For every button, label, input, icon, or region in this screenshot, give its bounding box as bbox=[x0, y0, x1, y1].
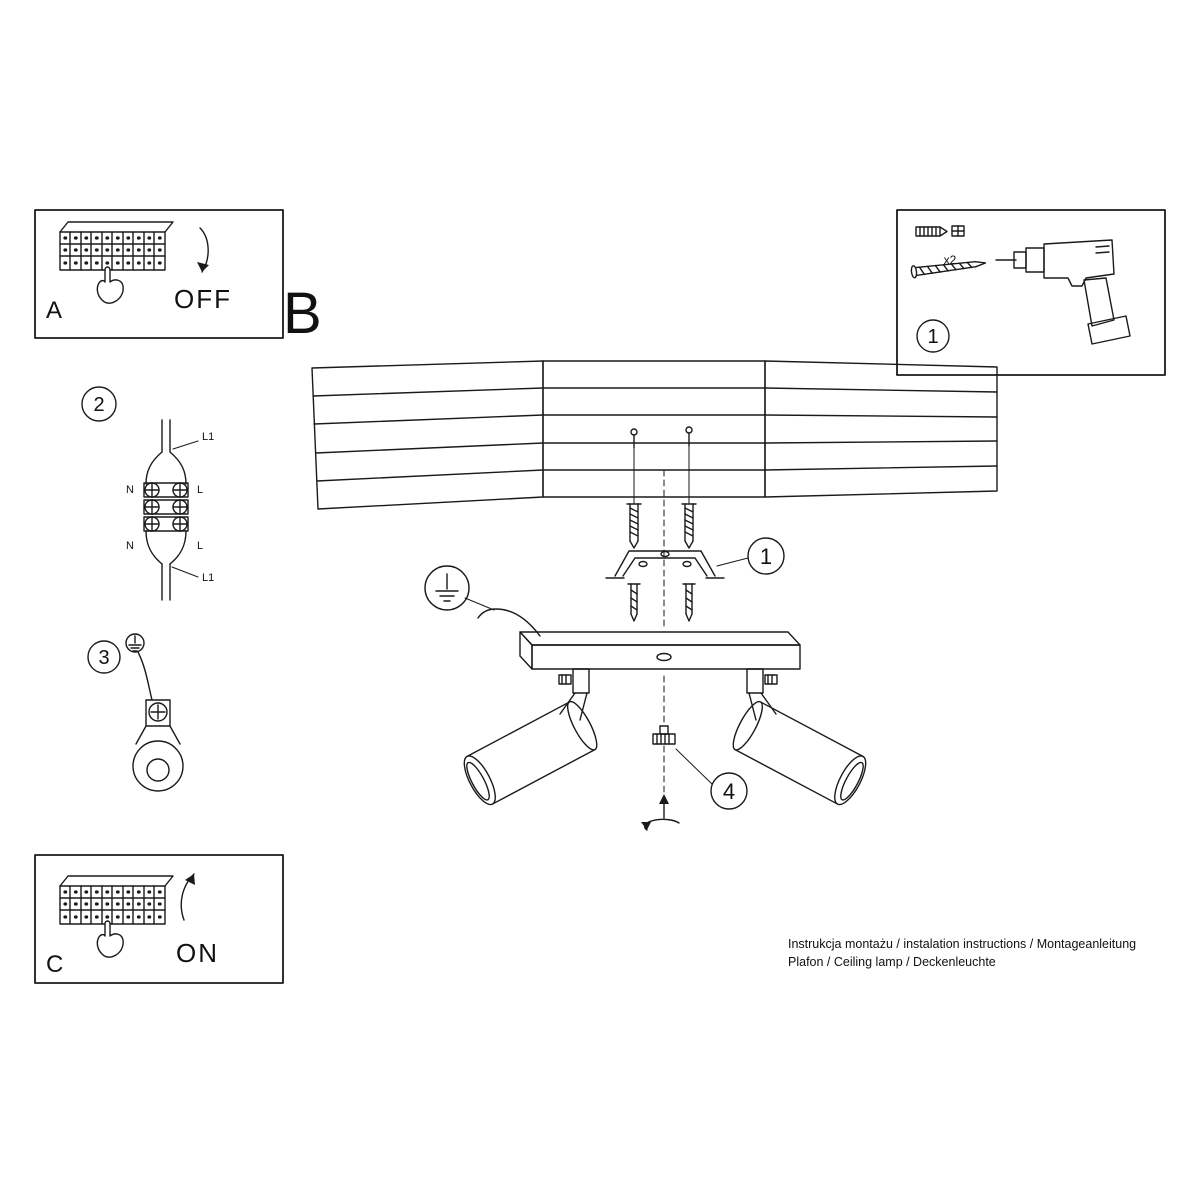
kit-step-number: 1 bbox=[927, 326, 938, 348]
off-label: OFF bbox=[174, 284, 232, 314]
hand-on-icon bbox=[96, 920, 124, 958]
kit-quantity: x2 bbox=[944, 253, 957, 267]
arrow-down-icon bbox=[197, 227, 209, 273]
adjust-knob-assembly bbox=[641, 675, 748, 831]
screw-upper-left bbox=[626, 503, 642, 549]
callout-1-circle bbox=[747, 537, 785, 575]
mounting-kit-panel bbox=[896, 209, 1166, 376]
wire-l-top-label: L bbox=[197, 484, 203, 496]
lamp-base-top bbox=[519, 631, 801, 646]
panel-a-label: A bbox=[46, 297, 62, 324]
panel-a-border bbox=[34, 209, 284, 339]
section-b-label: B bbox=[283, 281, 322, 346]
screw-lower-right bbox=[682, 583, 696, 622]
lamp-base-side bbox=[519, 631, 533, 670]
callout-4-circle bbox=[710, 772, 748, 810]
ceiling-lamp bbox=[463, 631, 867, 806]
rotation-arrows bbox=[641, 794, 680, 831]
screw-lower-left bbox=[627, 583, 641, 622]
callout-1-number: 1 bbox=[760, 544, 772, 569]
earth-mini-icon bbox=[125, 633, 145, 653]
left-stem bbox=[558, 668, 590, 721]
wall-plug-icon bbox=[915, 225, 965, 237]
breaker-strip-a bbox=[58, 220, 175, 272]
step2-number: 2 bbox=[93, 394, 104, 416]
mounting-bracket bbox=[605, 550, 725, 579]
earth-clamp-diagram bbox=[87, 633, 184, 792]
step2-circle bbox=[81, 386, 117, 422]
drill-icon bbox=[995, 239, 1131, 345]
wire-l1-top-label: L1 bbox=[202, 431, 214, 443]
left-spot-head bbox=[463, 700, 598, 806]
lamp-base-front bbox=[531, 644, 801, 670]
wiring-diagram bbox=[81, 386, 199, 601]
screw-icon bbox=[910, 261, 987, 279]
wire-l1-bottom-label: L1 bbox=[202, 572, 214, 584]
earth-symbol bbox=[424, 565, 541, 637]
lamp-base-hole bbox=[656, 652, 672, 662]
breaker-strip-c bbox=[58, 874, 175, 926]
wire-n-bottom-label: N bbox=[126, 540, 134, 552]
footer-line-1: Instrukcja montażu / instalation instruc… bbox=[788, 937, 1136, 951]
terminal-screws bbox=[144, 482, 188, 532]
fixing-screws bbox=[605, 426, 785, 629]
ceiling-panels bbox=[311, 360, 998, 510]
right-spot-head bbox=[732, 700, 867, 806]
kit-border bbox=[896, 209, 1166, 376]
arrow-up-icon bbox=[180, 873, 195, 921]
wire-n-top-label: N bbox=[126, 484, 134, 496]
screw-upper-right bbox=[681, 503, 697, 549]
panel-c-label: C bbox=[46, 951, 63, 978]
wire-l-bottom-label: L bbox=[197, 540, 203, 552]
on-label: ON bbox=[176, 938, 219, 968]
panel-c-border bbox=[34, 854, 284, 984]
footer-line-2: Plafon / Ceiling lamp / Deckenleuchte bbox=[788, 955, 996, 969]
step3-circle bbox=[87, 640, 121, 674]
power-off-panel bbox=[34, 209, 284, 339]
knob-screw bbox=[652, 725, 676, 745]
step3-number: 3 bbox=[98, 647, 109, 669]
callout-4-number: 4 bbox=[723, 779, 735, 804]
kit-step-circle bbox=[916, 319, 950, 353]
hand-off-icon bbox=[96, 266, 124, 304]
power-on-panel bbox=[34, 854, 284, 984]
